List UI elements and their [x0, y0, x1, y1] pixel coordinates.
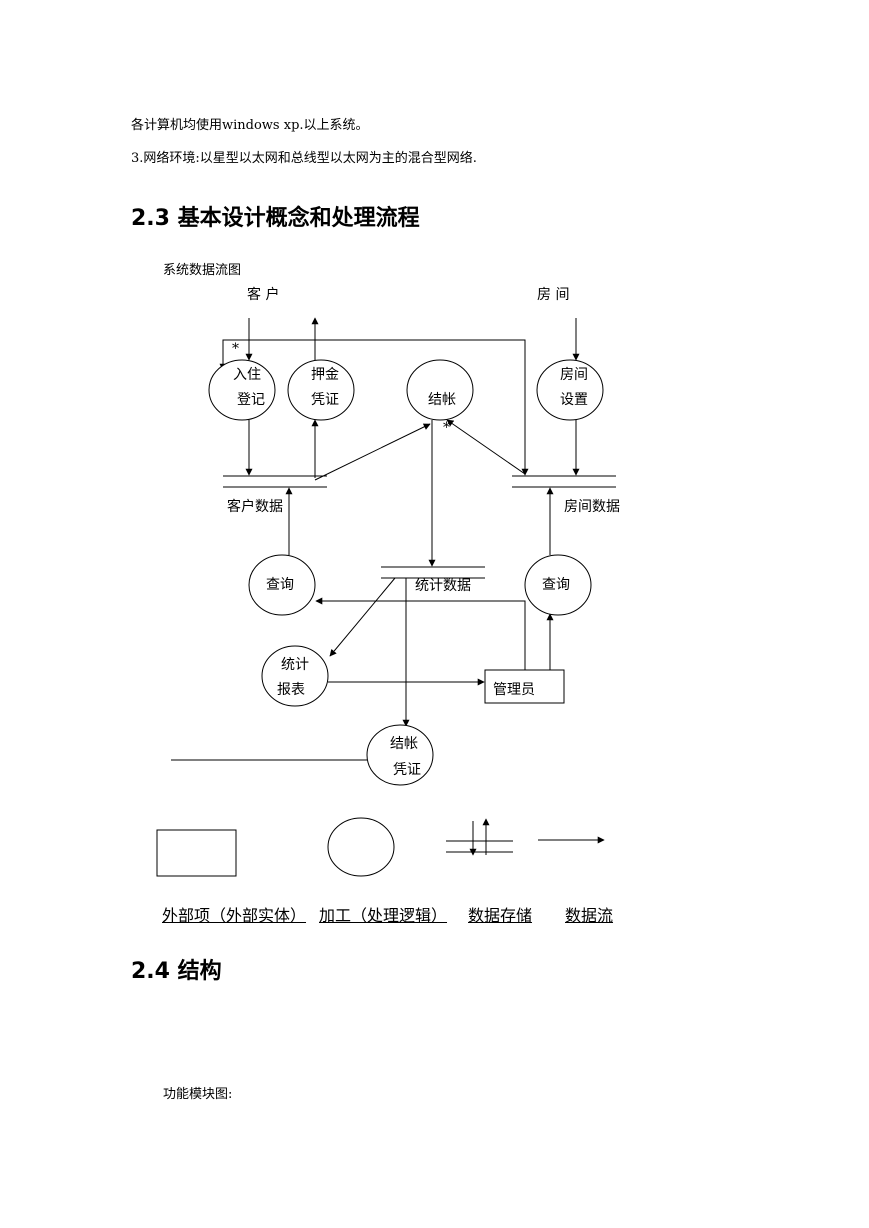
mark-star-2: * [443, 420, 450, 436]
checkin-label-1: 入住 [233, 367, 261, 383]
deposit-label-2: 凭证 [311, 392, 339, 408]
legend-process-symbol [327, 817, 395, 877]
store-stat-data-label: 统计数据 [415, 578, 471, 594]
query-left-label: 查询 [266, 577, 294, 593]
store-stat-data [381, 566, 485, 579]
store-customer-data-label: 客户数据 [227, 498, 283, 515]
process-checkin [208, 359, 276, 421]
flow-customerdata-to-checkout [314, 423, 431, 481]
flow-roomdata-to-checkin [219, 339, 526, 470]
report-label-1: 统计 [281, 657, 309, 673]
legend-flow-label: 数据流 [565, 906, 614, 925]
flow-statdata-to-report [329, 577, 396, 657]
store-room-data-label: 房间数据 [564, 499, 620, 515]
roomset-label-2: 设置 [560, 392, 588, 408]
receipt-label-1: 结帐 [390, 736, 418, 752]
checkout-label: 结帐 [428, 392, 456, 408]
report-label-2: 报表 [277, 682, 305, 698]
query-right-label: 查询 [542, 577, 570, 593]
mark-star-1: * [232, 341, 239, 357]
store-room-data [512, 475, 616, 488]
process-query-right [524, 554, 592, 616]
process-roomset [536, 359, 604, 421]
flow-roomdata-to-checkout [446, 419, 526, 475]
paragraph-network: 3.网络环境:以星型以太网和总线型以太网为主的混合型网络. [131, 151, 477, 166]
roomset-label-1: 房间 [560, 367, 588, 383]
heading-2-4: 2.4 结构 [131, 959, 222, 984]
checkin-label-2: 登记 [237, 392, 265, 408]
store-customer-data [223, 475, 327, 488]
legend-process-label: 加工（处理逻辑） [319, 906, 448, 925]
heading-2-3: 2.3 基本设计概念和处理流程 [131, 206, 420, 231]
caption-modules: 功能模块图: [163, 1087, 233, 1102]
legend-store-label: 数据存储 [468, 906, 533, 925]
legend-external-symbol [156, 829, 237, 877]
process-report [261, 645, 329, 707]
entity-manager [484, 669, 565, 704]
flow-manager-to-query-left [315, 597, 526, 670]
entity-customer: 客 户 [247, 286, 279, 303]
process-query-left [248, 554, 316, 616]
receipt-label-2: 凭证 [393, 762, 421, 778]
process-receipt [366, 724, 434, 786]
legend-store-symbol [446, 818, 513, 856]
deposit-label-1: 押金 [311, 367, 339, 383]
process-deposit [287, 359, 355, 421]
process-checkout [406, 359, 474, 421]
manager-label: 管理员 [493, 682, 535, 698]
paragraph-os: 各计算机均使用windows xp.以上系统。 [131, 118, 369, 133]
legend-external-label: 外部项（外部实体） [162, 906, 307, 925]
entity-room: 房 间 [537, 287, 569, 303]
caption-dataflow: 系统数据流图 [163, 263, 242, 278]
